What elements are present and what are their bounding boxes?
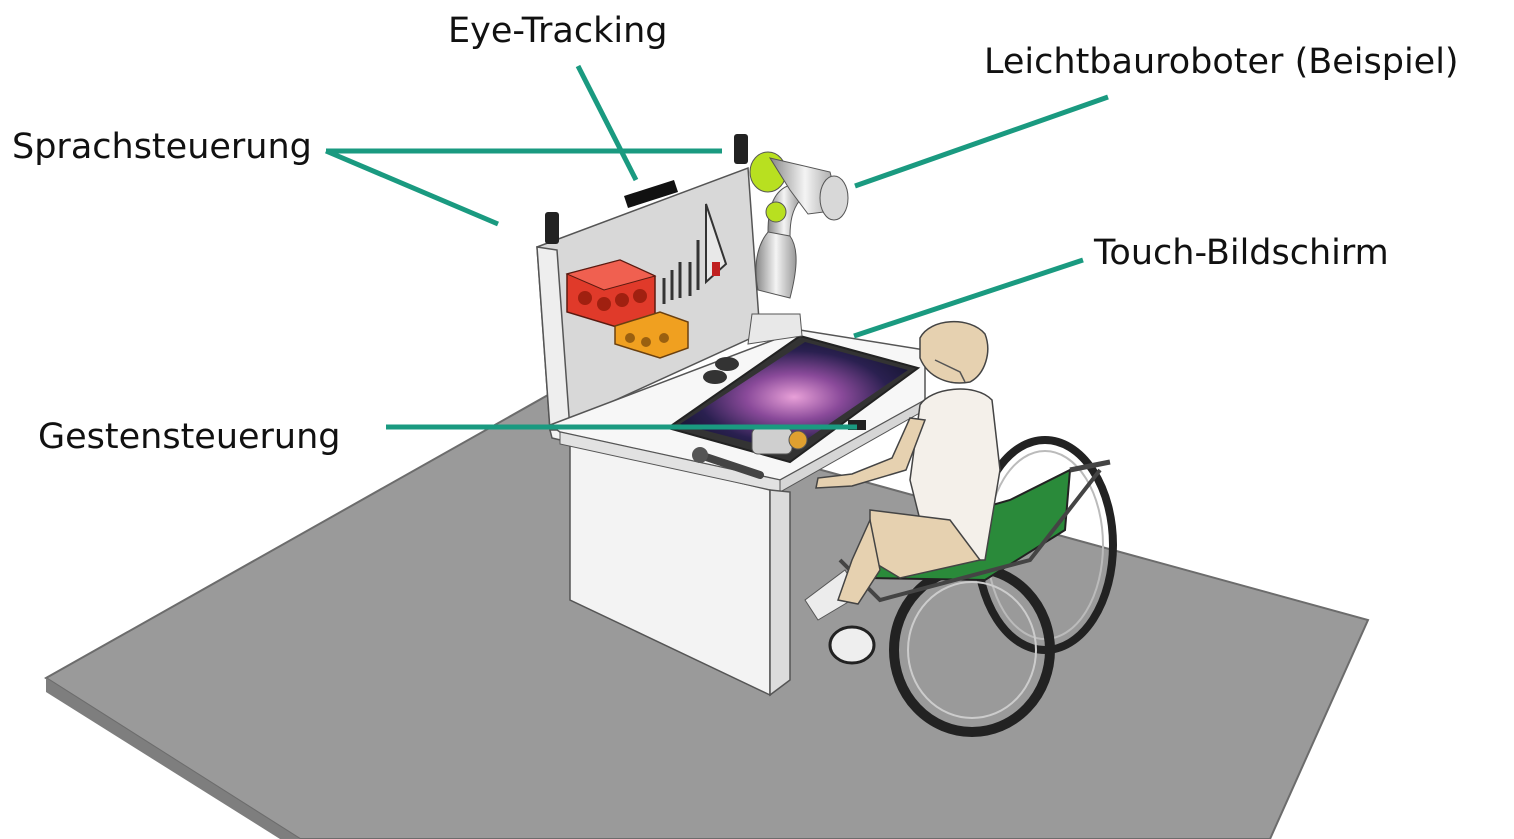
microphone-icon <box>545 134 748 244</box>
orange-storage-box <box>614 311 689 359</box>
label-touch-screen: Touch-Bildschirm <box>1094 233 1389 273</box>
label-robot: Leichtbauroboter (Beispiel) <box>984 42 1459 82</box>
motor-component <box>751 427 808 455</box>
leader-lines <box>325 64 1109 430</box>
label-eye-tracking: Eye-Tracking <box>448 11 668 51</box>
leader-robot <box>854 94 1109 189</box>
camera-icon <box>624 180 678 208</box>
label-speech-control: Sprachsteuerung <box>12 127 312 167</box>
red-storage-box <box>565 259 657 329</box>
person-figure <box>815 321 1001 605</box>
gear-parts <box>703 357 739 384</box>
label-gesture-control: Gestensteuerung <box>38 417 341 457</box>
hand-tools <box>662 203 728 304</box>
leader-speech-2 <box>325 148 499 227</box>
robot-arm-icon <box>747 151 849 345</box>
leader-touch <box>853 257 1084 339</box>
leader-eye-tracking <box>575 64 639 182</box>
wrench-icon <box>692 447 764 479</box>
